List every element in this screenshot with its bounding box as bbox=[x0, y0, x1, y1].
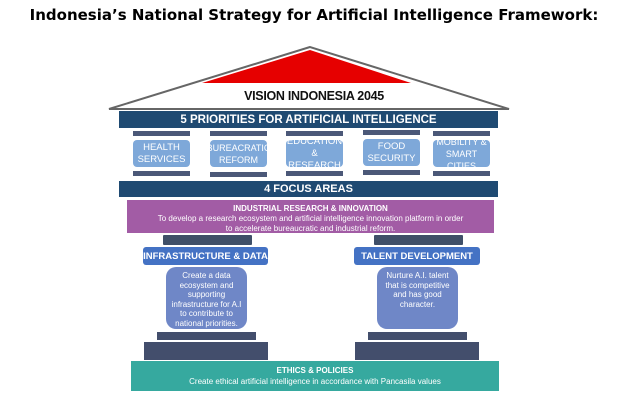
industrial-title: INDUSTRIAL RESEARCH & INNOVATION bbox=[233, 204, 388, 213]
priority-line: SECURITY bbox=[367, 152, 416, 164]
industrial-desc-line: to accelerate bureaucratic and industria… bbox=[225, 224, 396, 233]
infrastructure-label: INFRASTRUCTURE & DATA bbox=[143, 247, 268, 265]
priority-top-slab bbox=[210, 131, 267, 136]
desc-line: that is competitive bbox=[385, 280, 450, 290]
ethics-title: ETHICS & POLICIES bbox=[276, 366, 354, 375]
infrastructure-desc: Create a data ecosystem and supporting i… bbox=[166, 267, 247, 329]
talent-label: TALENT DEVELOPMENT bbox=[354, 247, 480, 265]
pillar-cap-right bbox=[374, 235, 463, 245]
pillar-base-left-lower bbox=[144, 342, 268, 360]
priority-line: REFORM bbox=[219, 154, 258, 165]
roof-red-triangle bbox=[202, 50, 411, 83]
priority-line: & RESEARCH bbox=[288, 147, 341, 171]
page-title: Indonesia’s National Strategy for Artifi… bbox=[29, 6, 599, 24]
focus-areas-header: 4 FOCUS AREAS bbox=[119, 181, 498, 197]
priority-top-slab bbox=[133, 131, 190, 136]
desc-line: ecosystem and bbox=[179, 280, 234, 290]
talent-desc: Nurture A.I. talent that is competitive … bbox=[377, 267, 458, 329]
industrial-research-box: INDUSTRIAL RESEARCH & INNOVATION To deve… bbox=[127, 200, 494, 233]
priority-top-slab bbox=[433, 131, 490, 136]
priority-bottom-slab bbox=[433, 171, 490, 176]
roof bbox=[108, 45, 510, 110]
priority-top-slab bbox=[363, 130, 420, 135]
desc-line: and has good bbox=[393, 290, 442, 299]
priority-line: BUREACRATIC bbox=[206, 142, 271, 153]
vision-label: VISION INDONESIA 2045 bbox=[244, 89, 384, 103]
desc-line: infrastructure for A.I bbox=[171, 299, 242, 309]
priority-bottom-slab bbox=[133, 171, 190, 176]
desc-line: national priorities. bbox=[175, 318, 238, 328]
ethics-desc: Create ethical artificial intelligence i… bbox=[189, 377, 441, 386]
ethics-policies-box: ETHICS & POLICIES Create ethical artific… bbox=[131, 361, 499, 391]
priority-line: SERVICES bbox=[137, 153, 186, 165]
industrial-desc-line: To develop a research ecosystem and arti… bbox=[157, 214, 464, 223]
priorities-header: 5 PRIORITIES FOR ARTIFICIAL INTELLIGENCE bbox=[119, 111, 498, 128]
priority-bottom-slab bbox=[286, 171, 343, 176]
desc-line: supporting bbox=[187, 290, 226, 299]
priority-line: HEALTH bbox=[143, 141, 180, 153]
priority-education-research: EDUCATION& RESEARCH bbox=[286, 136, 343, 171]
desc-line: Create a data bbox=[182, 271, 231, 280]
pillar-base-right-lower bbox=[355, 342, 479, 360]
pillar-base-left-upper bbox=[157, 332, 256, 340]
pillar-cap-left bbox=[163, 235, 252, 245]
priority-line: FOOD bbox=[377, 140, 406, 152]
priority-line: EDUCATION bbox=[286, 135, 343, 147]
priority-bottom-slab bbox=[363, 170, 420, 175]
priority-line: SMART CITIES bbox=[445, 148, 478, 171]
desc-line: character. bbox=[399, 299, 436, 309]
pillar-base-right-upper bbox=[368, 332, 467, 340]
desc-line: Nurture A.I. talent bbox=[386, 271, 449, 280]
desc-line: to contribute to bbox=[180, 309, 233, 318]
priority-mobility-smart-cities: MOBILITY &SMART CITIES bbox=[433, 137, 490, 171]
priority-top-slab bbox=[286, 131, 343, 136]
priority-bottom-slab bbox=[210, 172, 267, 177]
priority-line: MOBILITY & bbox=[436, 136, 487, 147]
